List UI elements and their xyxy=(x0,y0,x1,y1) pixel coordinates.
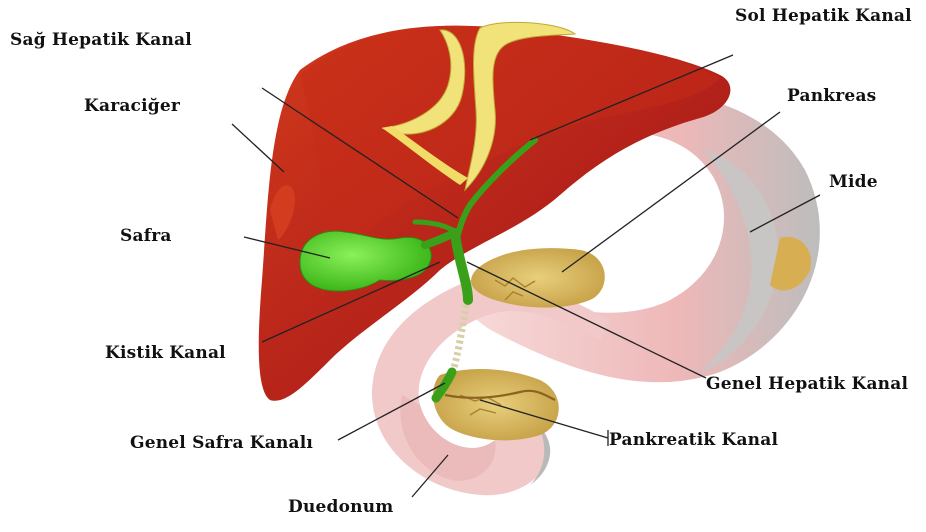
label-sol-hepatik-kanal: Sol Hepatik Kanal xyxy=(735,6,912,26)
label-genel-hepatik-kanal: Genel Hepatik Kanal xyxy=(706,374,908,394)
label-karaciger: Karaciğer xyxy=(84,96,180,116)
label-duedonum: Duedonum xyxy=(288,497,393,517)
label-safra: Safra xyxy=(120,226,172,246)
label-genel-safra-kanali: Genel Safra Kanalı xyxy=(130,433,313,453)
label-sag-hepatik-kanal: Sağ Hepatik Kanal xyxy=(10,30,192,50)
label-kistik-kanal: Kistik Kanal xyxy=(105,343,226,363)
label-pankreas: Pankreas xyxy=(787,86,876,106)
label-pankreatik-kanal: Pankreatik Kanal xyxy=(609,430,778,450)
label-mide: Mide xyxy=(829,172,878,192)
